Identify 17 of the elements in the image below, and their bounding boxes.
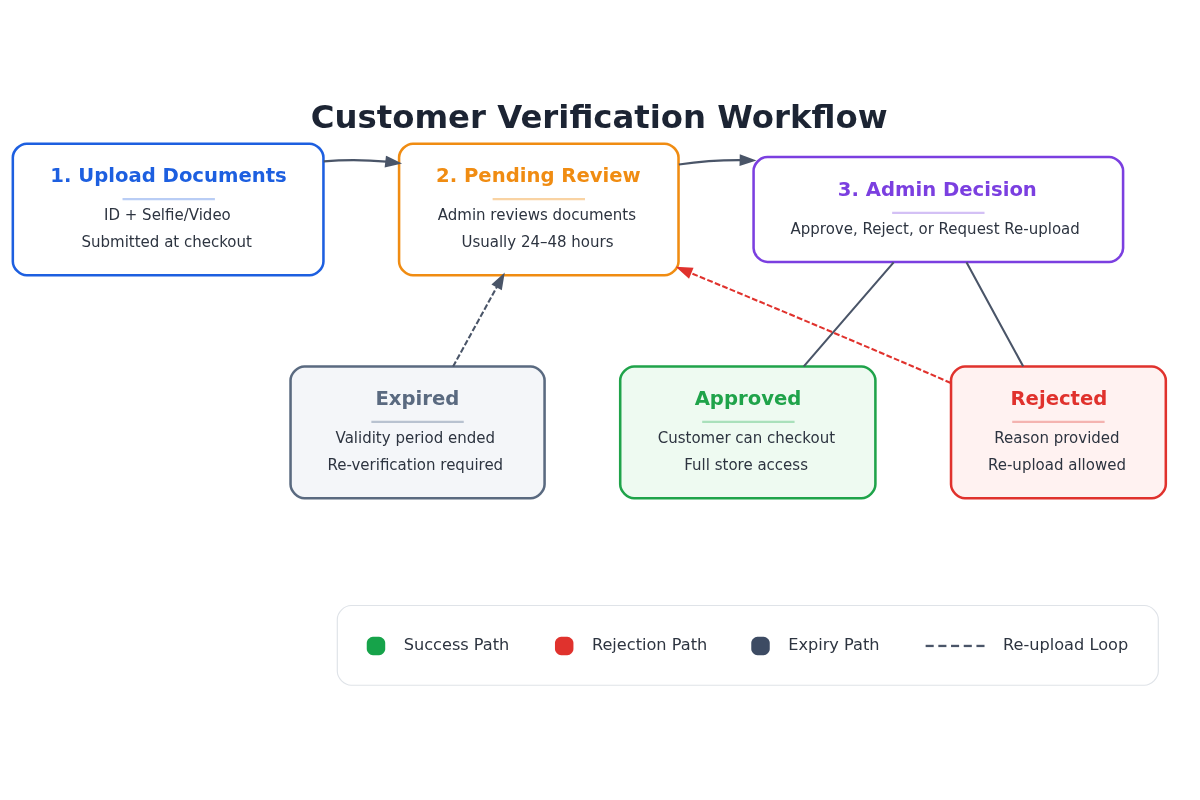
arrow [323,155,403,168]
node-box: Expired Validity period ended Re-verification required [289,365,546,500]
arrow [452,272,505,367]
node-box: Rejected Reason provided Re-upload allowed [949,365,1168,500]
connector [965,261,1025,367]
legend-label: Re-upload Loop [1003,635,1129,655]
node-box: 2. Pending Review Admin reviews documents Usually 24–48 hours [397,142,680,277]
arrow [678,154,757,166]
node-box: 3. Admin Decision Approve, Reject, or Request Re-upload [752,155,1125,264]
node-box: 1. Upload Documents ID + Selfie/Video Submitted at checkout [11,142,325,277]
legend-label: Success Path [403,635,510,655]
connector [803,261,895,368]
diagram-title: Customer Verification Workflow [310,97,888,136]
legend-label: Expiry Path [788,635,880,655]
node-box: Approved Customer can checkout Full store access [618,365,877,500]
arrow [675,266,952,384]
legend-label: Rejection Path [591,635,708,655]
